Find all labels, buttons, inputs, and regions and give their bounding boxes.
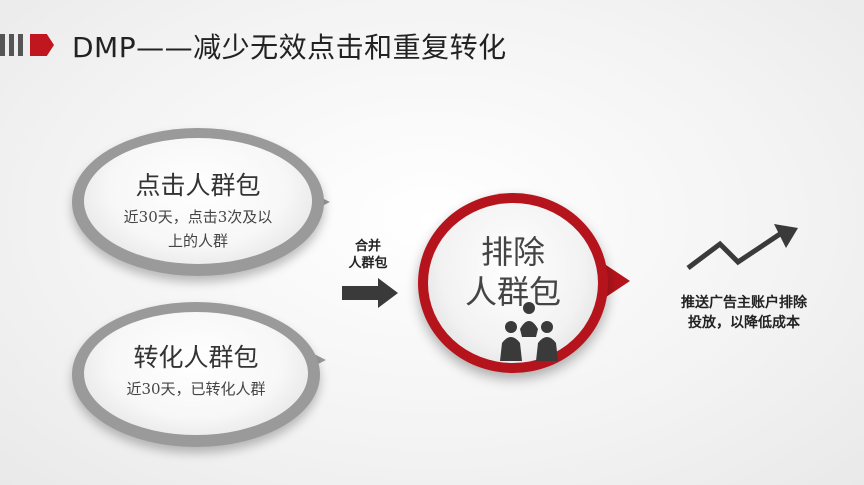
click-crowd-desc-line1: 近30天，点击3次及以	[123, 208, 273, 226]
click-crowd-title: 点击人群包	[135, 171, 261, 200]
merge-label-line1: 合并	[354, 239, 381, 254]
conversion-crowd-desc: 近30天，已转化人群	[126, 380, 266, 398]
page-title: DMP——减少无效点击和重复转化	[72, 31, 507, 64]
result-text: 推送广告主账户排除 投放，以降低成本	[656, 293, 832, 333]
merge-label-line2: 人群包	[348, 256, 388, 271]
merge-label: 合并 人群包	[344, 238, 392, 272]
conversion-crowd-bubble: 转化人群包 近30天，已转化人群	[72, 302, 326, 447]
people-group-icon	[500, 302, 558, 361]
result-line2: 投放，以降低成本	[688, 315, 800, 331]
trend-up-arrow-icon	[686, 224, 798, 270]
exclude-crowd-line2: 人群包	[464, 273, 561, 311]
click-crowd-desc-line2: 上的人群	[167, 232, 228, 250]
result-line1: 推送广告主账户排除	[681, 295, 807, 311]
arrow-right-icon	[342, 278, 398, 308]
exclude-crowd-circle: 排除 人群包	[418, 193, 630, 373]
conversion-crowd-title: 转化人群包	[133, 343, 259, 372]
click-crowd-bubble: 点击人群包 近30天，点击3次及以 上的人群	[72, 128, 330, 276]
exclude-crowd-line1: 排除	[480, 233, 545, 271]
title-marker-icon	[0, 26, 80, 60]
